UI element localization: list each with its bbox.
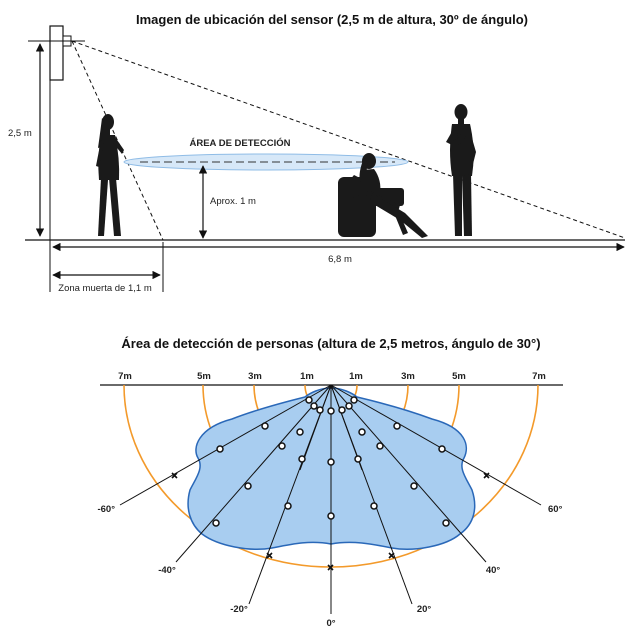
ray-pos40: [330, 384, 487, 563]
outer-arc-markers: [171, 472, 490, 571]
point: [305, 396, 313, 404]
x-marker-pos60: [483, 472, 490, 479]
point: [278, 442, 286, 450]
detection-points: [212, 396, 450, 527]
detection-area-label: ÁREA DE DETECCIÓN: [190, 137, 291, 149]
point: [354, 455, 362, 463]
coverage-section: Área de detección de personas (altura de…: [97, 336, 563, 628]
angle-label-neg20: -20°: [230, 604, 248, 615]
point: [370, 502, 378, 510]
angle-label-pos20: 20°: [417, 604, 432, 615]
point: [393, 422, 401, 430]
point: [261, 422, 269, 430]
point: [216, 445, 224, 453]
point: [298, 455, 306, 463]
point: [212, 519, 220, 527]
ray-a1: [299, 384, 332, 471]
approx-label: Aprox. 1 m: [210, 196, 256, 207]
cone-lower-line: [71, 40, 164, 241]
range-label-right-7m: 7m: [532, 371, 546, 382]
point: [438, 445, 446, 453]
point: [327, 407, 335, 415]
angle-label-neg60: -60°: [97, 504, 115, 515]
ray-neg60: [119, 384, 332, 506]
x-marker-neg60: [171, 472, 178, 479]
range-label-left-1m: 1m: [300, 371, 314, 382]
angle-label-pos40: 40°: [486, 565, 501, 576]
point: [327, 512, 335, 520]
range-label-left-5m: 5m: [197, 371, 211, 382]
angle-rays: [119, 384, 542, 614]
range-label-right-1m: 1m: [349, 371, 363, 382]
range-label-right-5m: 5m: [452, 371, 466, 382]
height-label: 2,5 m: [8, 128, 32, 139]
point: [350, 396, 358, 404]
point: [358, 428, 366, 436]
point: [310, 402, 318, 410]
point: [345, 402, 353, 410]
standing-woman-figure: [96, 114, 124, 236]
point: [327, 458, 335, 466]
dead-zone-label: Zona muerta de 1,1 m: [58, 283, 152, 294]
ray-pos60: [330, 384, 542, 506]
placement-section: Imagen de ubicación del sensor (2,5 m de…: [8, 12, 626, 294]
range-label-right-3m: 3m: [401, 371, 415, 382]
x-marker-0: [327, 564, 334, 571]
seated-woman-figure: [338, 153, 428, 238]
wall-mount: [49, 25, 64, 81]
angle-label-pos60: 60°: [548, 504, 563, 515]
coverage-title: Área de detección de personas (altura de…: [121, 336, 540, 351]
point: [410, 482, 418, 490]
x-marker-pos20: [388, 552, 395, 559]
point: [296, 428, 304, 436]
standing-man-figure: [446, 104, 476, 236]
placement-title: Imagen de ubicación del sensor (2,5 m de…: [136, 12, 528, 27]
point: [442, 519, 450, 527]
point: [284, 502, 292, 510]
point: [376, 442, 384, 450]
point: [338, 406, 346, 414]
point: [244, 482, 252, 490]
point: [316, 406, 324, 414]
angle-label-neg40: -40°: [158, 565, 176, 576]
angle-label-zero: 0°: [326, 618, 335, 628]
x-marker-neg20: [266, 552, 273, 559]
ray-neg40: [175, 384, 332, 563]
distance-label: 6,8 m: [328, 254, 352, 265]
range-label-left-3m: 3m: [248, 371, 262, 382]
range-label-left-7m: 7m: [118, 371, 132, 382]
